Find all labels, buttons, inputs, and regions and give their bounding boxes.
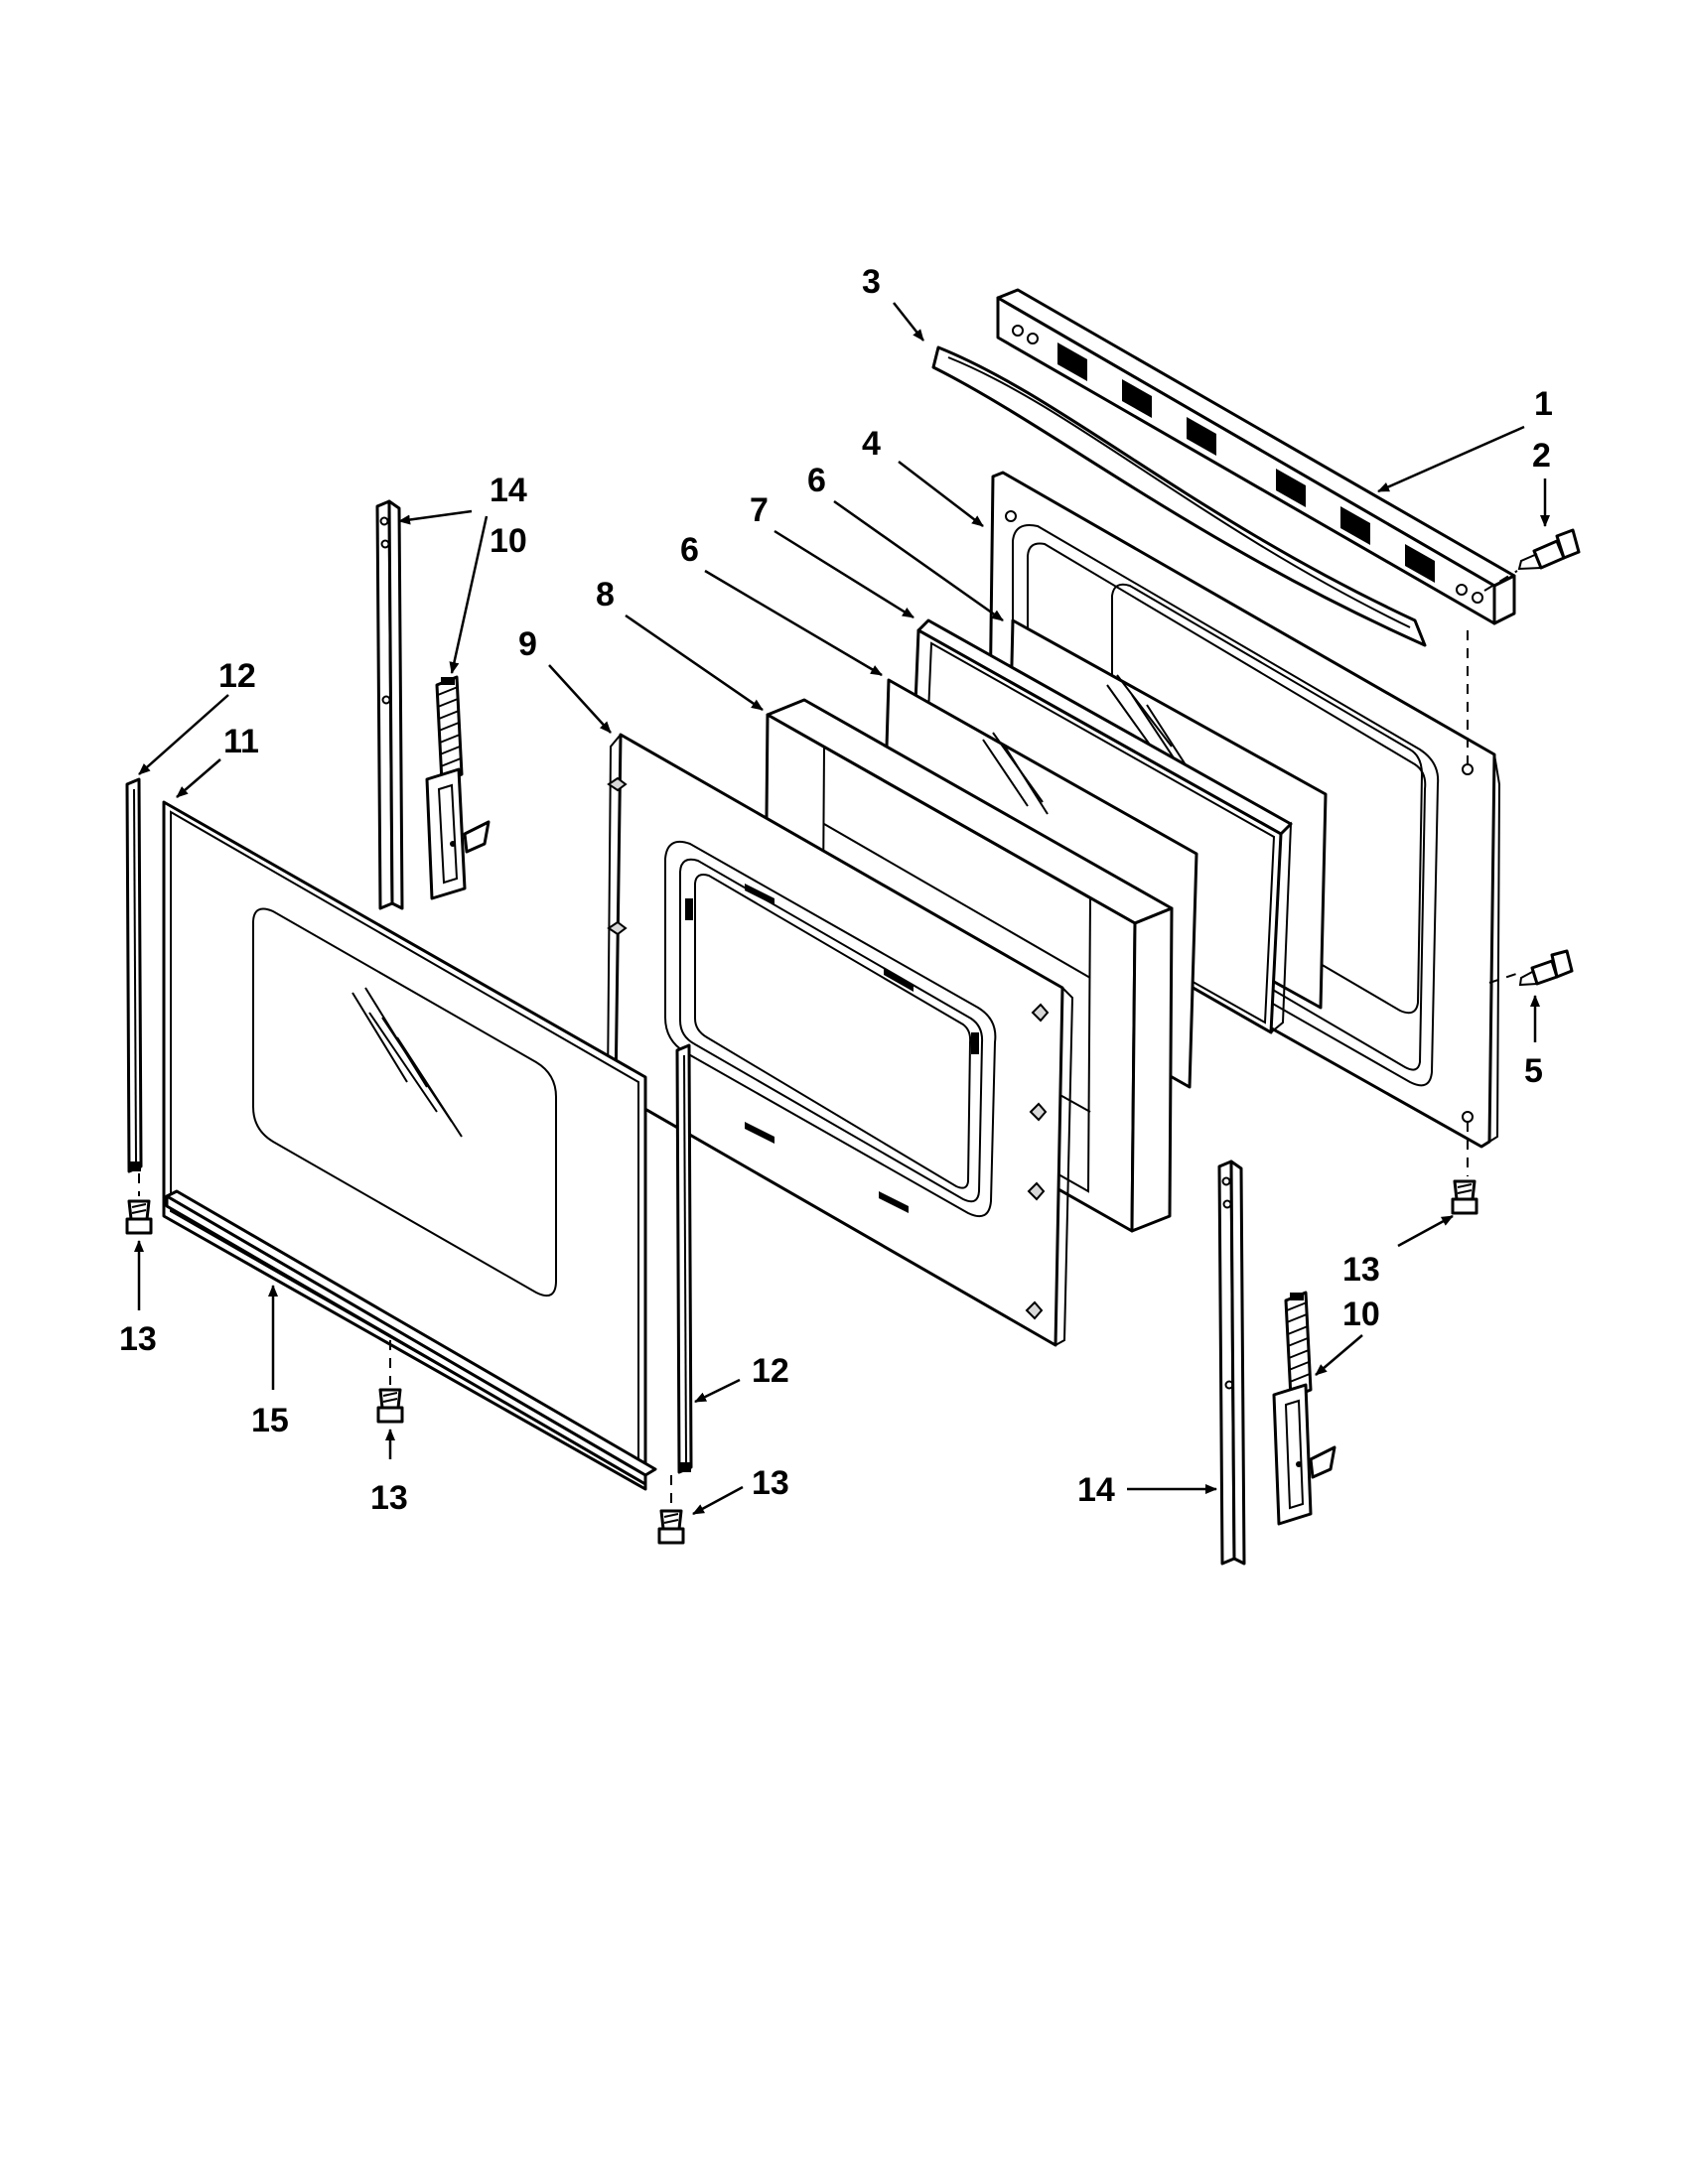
part-10-left-hinge xyxy=(425,675,491,900)
callout-12-right: 12 xyxy=(752,1352,789,1390)
callout-13-bottom: 13 xyxy=(370,1479,408,1517)
callout-6-lower: 6 xyxy=(680,531,699,569)
callout-14-left: 14 xyxy=(490,472,527,509)
part-1-vent-trim xyxy=(996,288,1516,625)
part-10-right-hinge xyxy=(1272,1291,1336,1526)
callout-10-right: 10 xyxy=(1342,1296,1380,1333)
callout-14-right: 14 xyxy=(1077,1471,1115,1509)
part-12-left-side-trim xyxy=(125,777,143,1173)
leader-lines xyxy=(134,302,1550,1516)
callout-6-upper: 6 xyxy=(807,462,826,499)
callout-8: 8 xyxy=(596,576,615,614)
callout-10-left: 10 xyxy=(490,522,527,560)
part-13-screw-right xyxy=(1451,1179,1478,1215)
callout-labels: 1 2 3 4 5 6 6 7 8 9 10 10 11 12 12 13 13… xyxy=(119,263,1553,1517)
callout-13-right: 13 xyxy=(1342,1251,1380,1289)
callout-13-left: 13 xyxy=(119,1320,157,1358)
assembly-dashed-lines xyxy=(138,570,1520,1507)
callout-12-left: 12 xyxy=(218,657,256,695)
part-9-door-liner xyxy=(606,733,1074,1347)
callout-15: 15 xyxy=(251,1402,289,1439)
callout-13-trim: 13 xyxy=(752,1464,789,1502)
part-15-bottom-trim xyxy=(165,1189,657,1486)
part-3-door-handle xyxy=(931,345,1427,647)
callout-3: 3 xyxy=(862,263,881,301)
callout-2: 2 xyxy=(1532,437,1551,475)
part-11-outer-door-panel xyxy=(162,800,647,1491)
callout-7: 7 xyxy=(750,491,769,529)
callout-4: 4 xyxy=(862,425,881,463)
part-12-right-side-trim xyxy=(675,1043,693,1474)
callout-11: 11 xyxy=(223,723,259,760)
part-13-screw-trim xyxy=(657,1509,685,1545)
part-14-left-hinge-receiver xyxy=(375,499,404,910)
part-5-screw xyxy=(1518,949,1574,987)
part-14-right-hinge-receiver xyxy=(1217,1160,1246,1566)
part-13-screw-bottom xyxy=(376,1388,404,1424)
callout-5: 5 xyxy=(1524,1052,1543,1090)
callout-9: 9 xyxy=(518,625,537,663)
part-2-screw xyxy=(1517,528,1581,571)
part-13-screw-left xyxy=(125,1199,153,1235)
callout-1: 1 xyxy=(1534,385,1553,423)
